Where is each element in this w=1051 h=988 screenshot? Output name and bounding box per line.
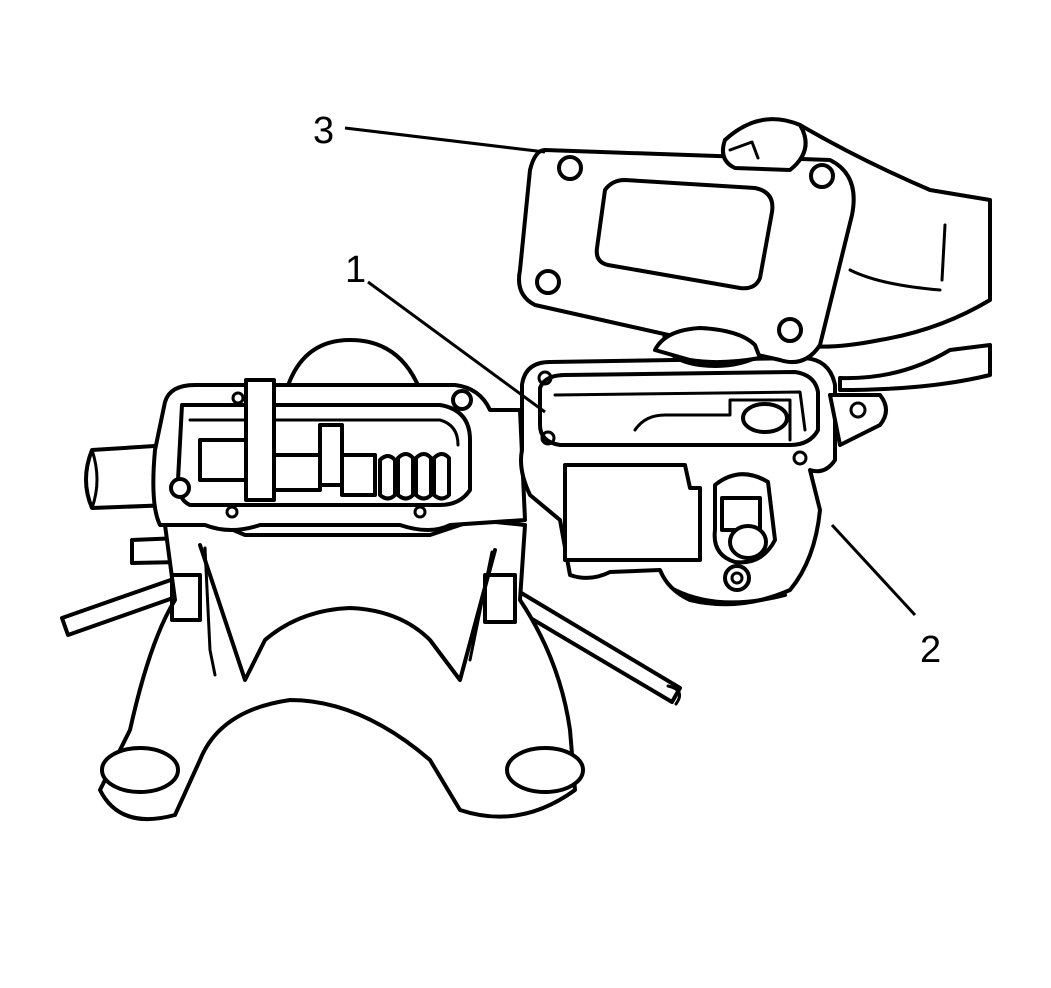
gear-housing bbox=[151, 378, 527, 532]
callout-2: 2 bbox=[920, 629, 941, 671]
leader-line-1 bbox=[367, 280, 546, 414]
valve-housing bbox=[519, 356, 888, 607]
callout-1: 1 bbox=[345, 249, 366, 291]
leader-line-3 bbox=[344, 126, 546, 154]
leader-lines bbox=[344, 126, 917, 617]
support-frame bbox=[98, 518, 585, 822]
leader-line-2 bbox=[830, 523, 917, 617]
callout-3: 3 bbox=[313, 110, 334, 152]
housing-dome bbox=[283, 338, 422, 397]
gasket bbox=[517, 117, 856, 365]
